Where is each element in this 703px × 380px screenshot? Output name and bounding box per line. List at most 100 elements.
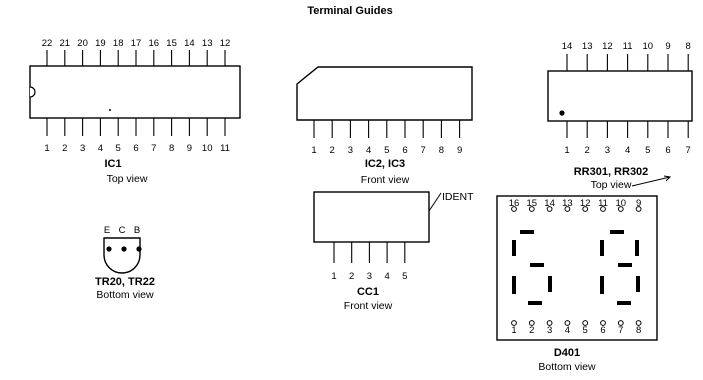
pin-label: E (104, 225, 110, 236)
pin-label: 2 (349, 271, 354, 282)
rr-view: Top view (591, 179, 632, 191)
pin-label: 16 (509, 198, 520, 209)
pin-label: 9 (636, 198, 641, 209)
pin-label: 1 (311, 145, 316, 156)
segment (548, 276, 552, 292)
pin-label: 1 (511, 325, 516, 336)
pin-label: 13 (562, 198, 573, 209)
pin-pad (546, 320, 553, 326)
pin-label: 1 (44, 143, 49, 154)
tr-body (103, 237, 141, 274)
pin-label: 2 (330, 145, 335, 156)
pin-dot (121, 246, 127, 252)
segment (636, 276, 640, 292)
page-title: Terminal Guides (307, 5, 392, 17)
pin-pad (528, 320, 535, 326)
d401-name: D401 (554, 347, 580, 359)
pin-label: 17 (131, 38, 142, 49)
segment (528, 301, 542, 305)
pin-pad (600, 206, 606, 212)
pin-pad (635, 206, 642, 212)
pin-pad (600, 320, 606, 326)
pin-label: 4 (565, 325, 570, 336)
pin-label: 1 (331, 271, 336, 282)
pin-label: 9 (457, 145, 462, 156)
pin-label: 21 (60, 38, 71, 49)
pin-label: 11 (220, 143, 230, 154)
pin-label: 10 (643, 41, 654, 52)
pin-label: 2 (62, 143, 67, 154)
pin-pad (582, 206, 589, 212)
pin-label: 19 (95, 38, 106, 49)
pin-label: 16 (149, 38, 160, 49)
pin-label: 10 (202, 143, 213, 154)
pin-label: 4 (384, 271, 389, 282)
pin-label: 3 (348, 145, 353, 156)
pin-label: 15 (166, 38, 177, 49)
pin-label: C (119, 225, 126, 236)
pin-label: 7 (421, 145, 426, 156)
pin-label: 12 (580, 198, 591, 209)
pin-pad (582, 320, 589, 326)
segment (617, 301, 631, 305)
ic1-dot (109, 109, 111, 111)
d401-body (496, 195, 658, 341)
pin-label: 13 (582, 41, 593, 52)
pin-label: 5 (384, 145, 389, 156)
pin-label: 3 (80, 143, 85, 154)
pin-label: 14 (184, 38, 195, 49)
pin-label: 13 (202, 38, 213, 49)
pin-label: 6 (402, 145, 407, 156)
pin-label: 22 (42, 38, 53, 49)
d401-view: Bottom view (538, 361, 596, 373)
pin-label: 2 (529, 325, 534, 336)
pin-label: 6 (665, 145, 670, 156)
pin-label: 10 (616, 198, 627, 209)
ic1-body (29, 65, 241, 119)
d401-right-digit (600, 230, 640, 305)
pin-label: 18 (113, 38, 124, 49)
pin-label: 11 (598, 198, 608, 209)
segment (610, 230, 624, 234)
cc1-body (313, 191, 430, 243)
segment (635, 240, 639, 256)
pin-pad (511, 206, 517, 212)
rr-pin1-dot (559, 110, 565, 116)
pin-pad (528, 206, 535, 212)
segment (600, 276, 604, 294)
rr-view-arrow (631, 175, 672, 187)
rr-body (547, 70, 693, 122)
pin-pad (564, 320, 571, 326)
pin-label: 3 (605, 145, 610, 156)
segment (512, 240, 516, 256)
pin-label: 4 (625, 145, 630, 156)
pin-label: 8 (636, 325, 641, 336)
pin-pad (564, 206, 571, 212)
pin-label: 7 (618, 325, 623, 336)
pin-pad (546, 206, 553, 212)
pin-pad (617, 320, 624, 326)
pin-dot (106, 246, 112, 252)
pin-pad (511, 320, 517, 326)
pin-label: 6 (600, 325, 605, 336)
pin-label: 6 (133, 143, 138, 154)
rr-name: RR301, RR302 (574, 166, 649, 178)
segment (520, 230, 534, 234)
pin-label: 15 (527, 198, 538, 209)
ic1-view: Top view (107, 173, 148, 185)
ic1-notch (29, 86, 36, 98)
d401-left-digit (512, 230, 552, 305)
pin-label: 5 (402, 271, 407, 282)
pin-label: 12 (602, 41, 613, 52)
ic2-body (296, 66, 473, 121)
pin-label: 14 (544, 198, 555, 209)
pin-label: 9 (665, 41, 670, 52)
pin-label: 4 (98, 143, 103, 154)
pin-pad (635, 320, 642, 326)
pin-label: 20 (77, 38, 88, 49)
